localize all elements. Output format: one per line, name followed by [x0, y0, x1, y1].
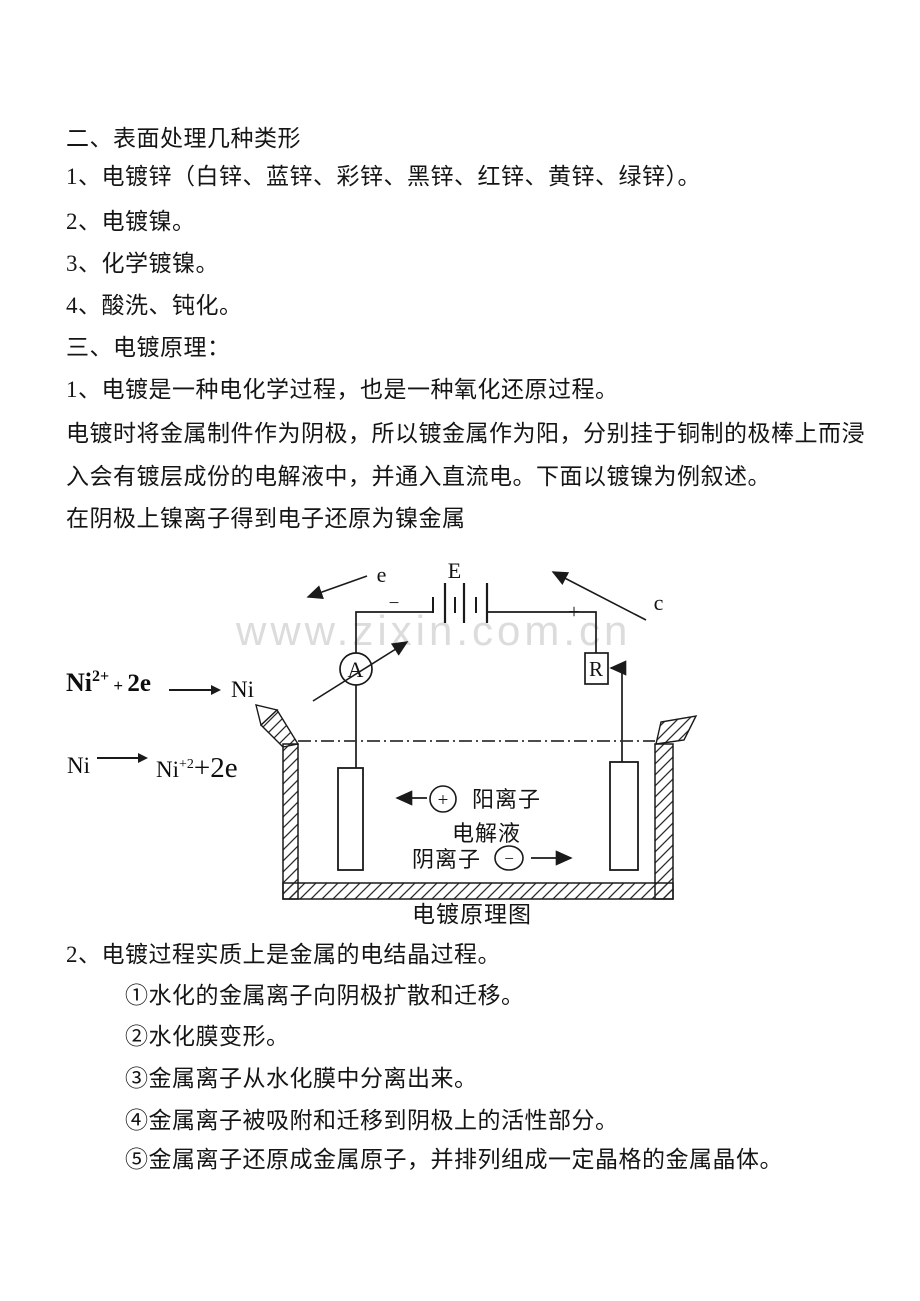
anode-reaction-arrow — [97, 753, 148, 763]
cation-charge-symbol: + — [438, 790, 449, 811]
battery-label: E — [448, 558, 462, 583]
item-electroless-nickel: 3、化学镀镍。 — [66, 251, 219, 276]
anode-equation-product: Ni+2+2e — [156, 752, 238, 785]
step-3-ion-separation: ③金属离子从水化膜中分离出来。 — [125, 1066, 478, 1091]
para-electrocrystallization: 2、电镀过程实质上是金属的电结晶过程。 — [66, 942, 501, 967]
anion-charge-symbol: − — [504, 849, 514, 868]
electroplating-diagram: e E c − + A R — [255, 558, 698, 927]
item-zinc-plating: 1、电镀锌（白锌、蓝锌、彩锌、黑锌、红锌、黄锌、绿锌）。 — [66, 164, 701, 189]
anion-label: 阴离子 — [412, 847, 481, 872]
anode-product-base: Ni — [156, 757, 179, 782]
cation-label: 阳离子 — [472, 787, 541, 812]
tank-lip-left-fold — [255, 704, 279, 727]
item-pickling-passivation: 4、酸洗、钝化。 — [66, 293, 243, 318]
cathode-charge-superscript: 2+ — [92, 668, 110, 685]
cathode-reactant: Ni — [66, 668, 92, 697]
anode-electron-term: +2e — [193, 752, 238, 784]
plus-operator: + — [109, 676, 128, 695]
diagram-caption: 电镀原理图 — [412, 902, 532, 927]
current-label: c — [654, 590, 665, 615]
step-1-diffusion-migration: ①水化的金属离子向阴极扩散和迁移。 — [125, 983, 525, 1008]
electrolyte-label: 电解液 — [452, 821, 521, 846]
electron-term: 2e — [127, 670, 151, 697]
rheostat-label: R — [589, 657, 603, 681]
circuit-wire-top — [355, 611, 597, 653]
ammeter-label: A — [348, 657, 365, 682]
tank-floor — [282, 882, 674, 900]
step-2-hydration-film-deform: ②水化膜变形。 — [125, 1024, 290, 1049]
para-setup-line-1: 电镀时将金属制件作为阴极，所以镀金属作为阳，分别挂于铜制的极棒上而浸 — [66, 421, 865, 446]
anion-icon — [494, 845, 524, 871]
electron-flow-arrow — [306, 575, 368, 599]
heading-surface-treatment-types: 二、表面处理几种类形 — [66, 126, 301, 151]
para-electrochemical-process: 1、电镀是一种电化学过程，也是一种氧化还原过程。 — [66, 377, 619, 402]
cathode-reaction-arrow — [169, 685, 221, 695]
tank-lip-right — [655, 715, 698, 745]
battery-minus-terminal-label: − — [389, 593, 400, 614]
item-nickel-plating: 2、电镀镍。 — [66, 209, 196, 234]
electrode-anode — [609, 761, 639, 871]
para-setup-line-2: 入会有镀层成份的电解液中，并通入直流电。下面以镀镍为例叙述。 — [66, 464, 771, 489]
ammeter-needle-arrow — [312, 641, 409, 702]
anode-charge-superscript: +2 — [179, 757, 194, 772]
anode-wire — [609, 660, 627, 762]
tank-wall-left — [282, 743, 299, 900]
ammeter-icon — [339, 652, 373, 686]
step-5-reduction-crystal: ⑤金属离子还原成金属原子，并排列组成一定晶格的金属晶体。 — [125, 1147, 783, 1172]
anode-equation-reactant: Ni — [67, 753, 90, 778]
electron-label: e — [377, 562, 388, 587]
step-4-adsorption-migration: ④金属离子被吸附和迁移到阴极上的活性部分。 — [125, 1108, 619, 1133]
cation-icon — [429, 785, 457, 813]
para-cathode-reduction: 在阴极上镍离子得到电子还原为镍金属 — [66, 506, 466, 531]
tank-wall-right — [654, 743, 674, 900]
watermark: www.zixin.com.cn — [236, 607, 632, 654]
cathode-equation-lhs: Ni2+ + 2e — [66, 668, 151, 698]
current-flow-arrow — [551, 571, 647, 621]
cathode-equation-product: Ni — [231, 677, 254, 702]
battery-icon — [432, 583, 489, 623]
heading-electroplating-principle: 三、电镀原理： — [66, 335, 231, 360]
electrode-cathode — [337, 767, 364, 871]
rheostat-icon — [584, 652, 609, 685]
